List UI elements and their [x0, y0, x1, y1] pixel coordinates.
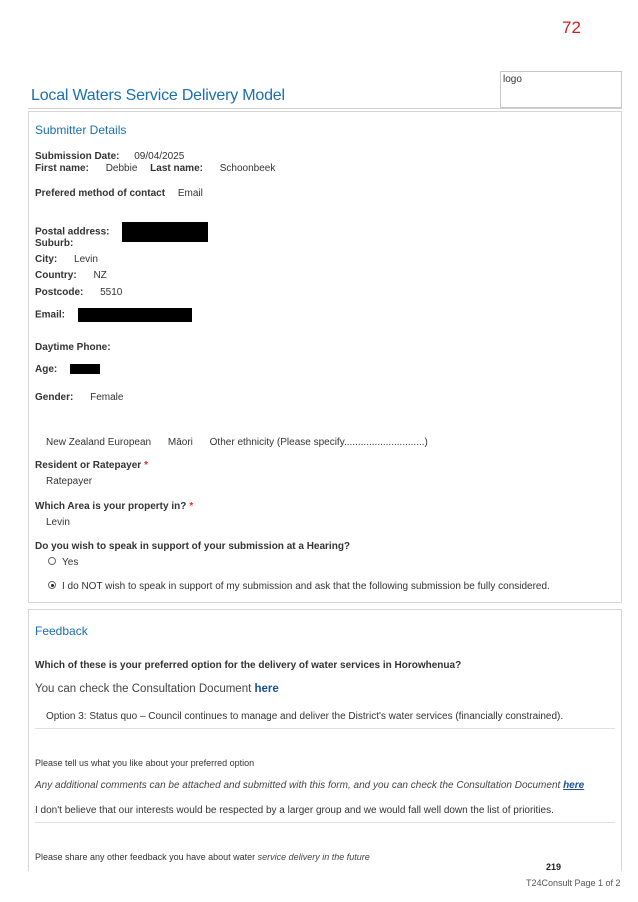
resident-label: Resident or Ratepayer	[35, 460, 142, 471]
required-asterisk: *	[144, 460, 149, 471]
consultation-doc-link[interactable]: here	[254, 683, 279, 695]
preferred-option-question-text: Which of these is your preferred option …	[35, 660, 462, 671]
ethnicity-option-nz-european: New Zealand European	[46, 437, 152, 448]
postcode-row: Postcode: 5510	[35, 287, 122, 298]
suburb-row: Suburb:	[35, 238, 73, 249]
additional-comments-text: Any additional comments can be attached …	[35, 780, 561, 791]
contact-method-value: Email	[177, 188, 203, 199]
other-feedback-text-italic: service delivery in the future	[257, 852, 370, 862]
required-asterisk: *	[189, 501, 194, 512]
ethnicity-row: New Zealand European Māori Other ethnici…	[46, 437, 428, 448]
feedback-panel: Feedback Which of these is your preferre…	[28, 609, 622, 871]
area-label-row: Which Area is your property in?*	[35, 501, 193, 512]
postal-address-redaction	[122, 222, 209, 242]
hearing-no-option[interactable]: I do NOT wish to speak in support of my …	[48, 581, 550, 592]
gender-label: Gender:	[35, 392, 74, 403]
country-label: Country:	[35, 270, 77, 281]
hearing-question-text: Do you wish to speak in support of your …	[35, 541, 351, 552]
postal-address-row: Postal address:	[35, 222, 209, 242]
consultation-doc-row: You can check the Consultation Document …	[35, 683, 279, 695]
first-name-label: First name:	[35, 163, 89, 174]
ethnicity-option-maori: Māori	[167, 437, 193, 448]
last-name-label: Last name:	[150, 163, 203, 174]
city-label: City:	[35, 254, 58, 265]
page-number: 72	[562, 18, 581, 37]
city-value: Levin	[74, 254, 98, 265]
hearing-question: Do you wish to speak in support of your …	[35, 541, 350, 552]
submitter-heading: Submitter Details	[35, 123, 127, 137]
first-name-value: Debbie	[105, 163, 138, 174]
hearing-yes-option[interactable]: Yes	[48, 557, 78, 568]
document-number: 219	[546, 862, 562, 872]
country-row: Country: NZ	[35, 270, 107, 281]
form-title: Local Waters Service Delivery Model	[31, 87, 285, 104]
title-divider	[28, 108, 622, 109]
city-row: City: Levin	[35, 254, 98, 265]
divider	[35, 822, 615, 823]
resident-value: Ratepayer	[46, 476, 93, 487]
age-row: Age:	[35, 364, 101, 375]
divider	[35, 728, 615, 729]
email-redaction	[77, 308, 192, 322]
submission-date-label: Submission Date:	[35, 151, 120, 162]
submitter-details-panel: Submitter Details Submission Date: 09/04…	[28, 111, 622, 603]
last-name-value: Schoonbeek	[219, 163, 276, 174]
selected-option: Option 3: Status quo – Council continues…	[46, 711, 564, 722]
postal-address-label: Postal address:	[35, 226, 110, 238]
like-answer: I don't believe that our interests would…	[35, 805, 554, 816]
preferred-option-question: Which of these is your preferred option …	[35, 660, 461, 671]
postcode-label: Postcode:	[35, 287, 84, 298]
age-redaction	[70, 364, 101, 375]
other-feedback-question: Please share any other feedback you have…	[35, 852, 370, 862]
name-row: First name: Debbie Last name: Schoonbeek	[35, 163, 275, 174]
like-question: Please tell us what you like about your …	[35, 758, 255, 768]
daytime-phone-row: Daytime Phone:	[35, 342, 111, 353]
postcode-value: 5510	[100, 287, 123, 298]
contact-method-label: Prefered method of contact	[35, 188, 166, 199]
email-label: Email:	[35, 309, 66, 321]
gender-value: Female	[90, 392, 124, 403]
radio-unchecked-icon[interactable]	[48, 557, 56, 566]
ethnicity-option-other: Other ethnicity (Please specify.........…	[209, 437, 428, 448]
area-label: Which Area is your property in?	[35, 501, 187, 512]
radio-checked-icon[interactable]	[48, 581, 56, 590]
daytime-phone-label: Daytime Phone:	[35, 342, 111, 353]
country-value: NZ	[93, 270, 107, 281]
age-label: Age:	[35, 364, 58, 375]
contact-method-row: Prefered method of contact Email	[35, 188, 203, 199]
feedback-heading: Feedback	[35, 624, 88, 638]
other-feedback-text: Please share any other feedback you have…	[35, 852, 256, 862]
gender-row: Gender: Female	[35, 392, 123, 403]
hearing-yes-label: Yes	[62, 557, 79, 568]
hearing-no-label: I do NOT wish to speak in support of my …	[62, 581, 550, 592]
logo: logo	[500, 71, 622, 108]
resident-label-row: Resident or Ratepayer*	[35, 460, 148, 471]
consultation-doc-text: You can check the Consultation Document	[35, 683, 252, 695]
page-info: T24Consult Page 1 of 2	[526, 878, 621, 888]
submission-date-row: Submission Date: 09/04/2025	[35, 151, 184, 162]
additional-comments-link[interactable]: here	[563, 780, 585, 791]
suburb-label: Suburb:	[35, 238, 74, 249]
additional-comments-row: Any additional comments can be attached …	[35, 780, 584, 791]
email-row: Email:	[35, 308, 192, 322]
area-value: Levin	[46, 517, 70, 528]
submission-date-value: 09/04/2025	[134, 151, 185, 162]
